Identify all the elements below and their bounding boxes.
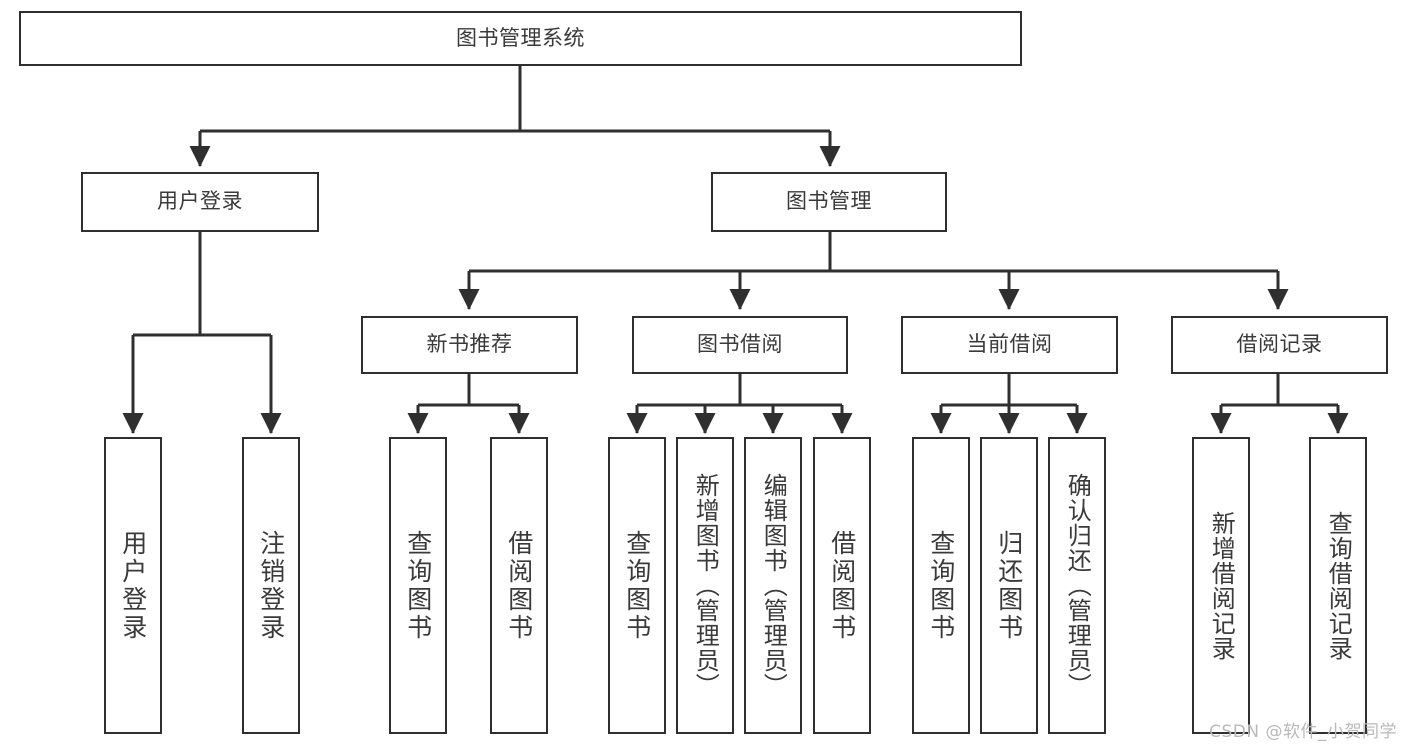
- node-leaf-query-book-1-label: 查询图书: [403, 529, 433, 642]
- node-leaf-edit-book-label: 编辑图书（管理员）: [759, 473, 788, 698]
- node-leaf-query-book-2-label: 查询图书: [622, 529, 652, 642]
- node-leaf-borrow-book-1[interactable]: 借阅图书: [490, 437, 548, 734]
- node-leaf-user-login[interactable]: 用户登录: [104, 437, 162, 734]
- node-book-manage[interactable]: 图书管理: [711, 172, 947, 232]
- node-leaf-query-record[interactable]: 查询借阅记录: [1309, 437, 1367, 734]
- node-leaf-add-book-label: 新增图书（管理员）: [691, 473, 720, 698]
- node-borrow-record-label: 借阅记录: [1236, 332, 1323, 357]
- node-leaf-user-login-label: 用户登录: [118, 529, 148, 642]
- node-user-login-label: 用户登录: [157, 189, 243, 214]
- node-book-borrow[interactable]: 图书借阅: [632, 316, 848, 374]
- node-current-borrow-label: 当前借阅: [966, 332, 1053, 357]
- node-leaf-query-book-3[interactable]: 查询图书: [912, 437, 970, 734]
- node-leaf-add-record-label: 新增借阅记录: [1207, 510, 1236, 661]
- node-book-borrow-label: 图书借阅: [697, 332, 783, 357]
- node-leaf-borrow-book-2-label: 借阅图书: [827, 529, 857, 642]
- node-new-book-rec[interactable]: 新书推荐: [361, 316, 578, 374]
- node-leaf-return-book[interactable]: 归还图书: [980, 437, 1038, 734]
- node-root-label: 图书管理系统: [456, 25, 585, 50]
- node-leaf-return-book-label: 归还图书: [994, 529, 1024, 642]
- node-leaf-borrow-book-2[interactable]: 借阅图书: [813, 437, 871, 734]
- node-leaf-query-book-1[interactable]: 查询图书: [389, 437, 447, 734]
- csdn-watermark: CSDN @软件_小贺同学: [1209, 722, 1397, 742]
- node-new-book-rec-label: 新书推荐: [426, 332, 513, 357]
- node-leaf-logout[interactable]: 注销登录: [242, 437, 300, 734]
- node-current-borrow[interactable]: 当前借阅: [901, 316, 1118, 374]
- node-leaf-add-record[interactable]: 新增借阅记录: [1192, 437, 1250, 734]
- node-leaf-confirm-return[interactable]: 确认归还（管理员）: [1048, 437, 1106, 734]
- node-leaf-query-book-2[interactable]: 查询图书: [608, 437, 666, 734]
- node-leaf-add-book[interactable]: 新增图书（管理员）: [676, 437, 734, 734]
- node-leaf-query-record-label: 查询借阅记录: [1324, 510, 1353, 661]
- node-leaf-confirm-return-label: 确认归还（管理员）: [1063, 473, 1092, 698]
- node-root[interactable]: 图书管理系统: [19, 11, 1022, 66]
- node-leaf-edit-book[interactable]: 编辑图书（管理员）: [744, 437, 802, 734]
- node-user-login[interactable]: 用户登录: [81, 172, 319, 232]
- node-leaf-query-book-3-label: 查询图书: [926, 529, 956, 642]
- node-leaf-logout-label: 注销登录: [256, 529, 286, 642]
- node-borrow-record[interactable]: 借阅记录: [1171, 316, 1388, 374]
- node-book-manage-label: 图书管理: [786, 189, 872, 214]
- node-leaf-borrow-book-1-label: 借阅图书: [504, 529, 534, 642]
